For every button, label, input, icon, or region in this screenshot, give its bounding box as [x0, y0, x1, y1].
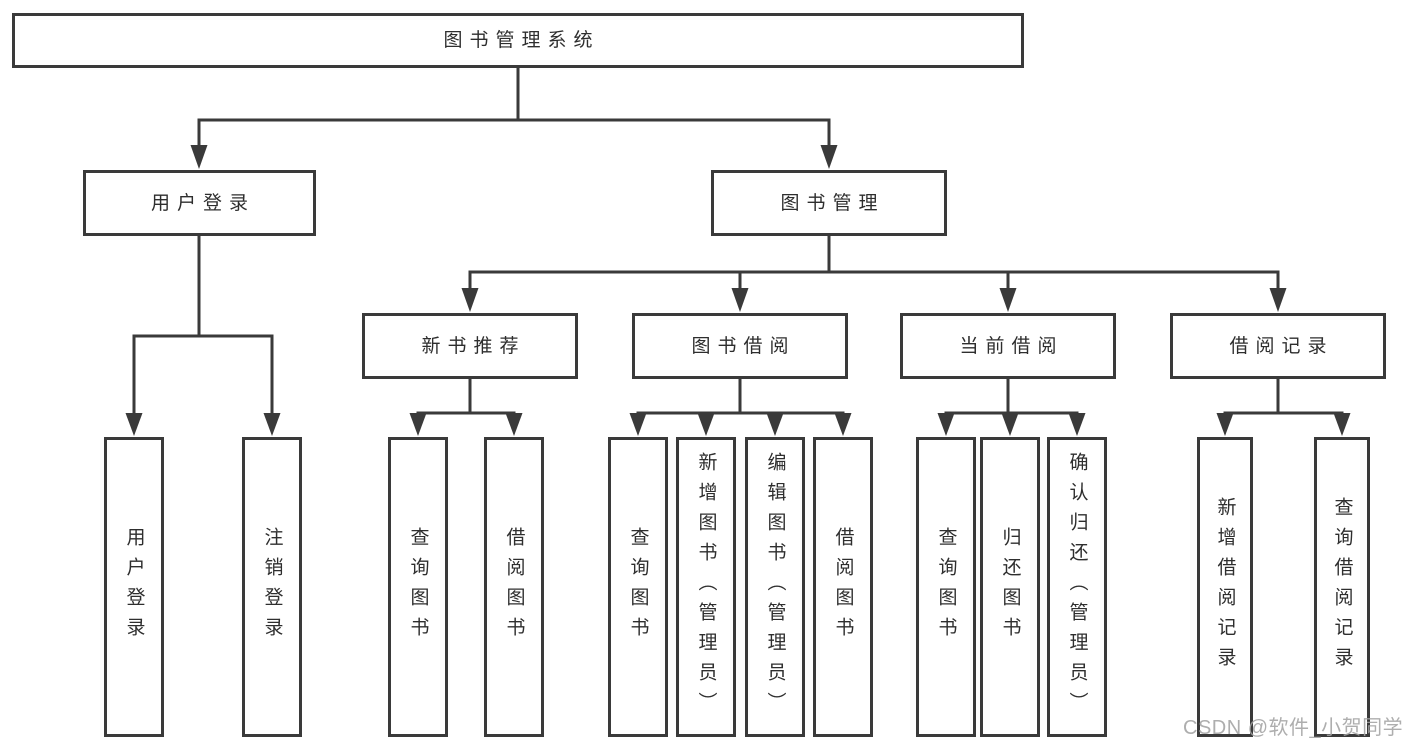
node-root-label: 图书管理系统: [443, 30, 600, 51]
connector-userlogin-to-leaves: [125, 234, 281, 436]
node-leaf-logout: 注销登录: [242, 437, 302, 737]
node-leaf-edit-book: 编辑图书（管理员）: [745, 437, 805, 737]
connector-borrow-to-leaves: [629, 377, 852, 436]
node-leaf-user-login-label: 用户登录: [123, 527, 145, 647]
node-leaf-query-book-2: 查询图书: [608, 437, 668, 737]
node-leaf-add-record: 新增借阅记录: [1197, 437, 1253, 737]
node-leaf-query-record-label: 查询借阅记录: [1331, 497, 1353, 677]
node-current-borrow-label: 当前借阅: [959, 335, 1064, 357]
node-book-borrow-label: 图书借阅: [691, 335, 796, 357]
node-book-borrow: 图书借阅: [632, 313, 848, 379]
node-borrow-record-label: 借阅记录: [1229, 335, 1334, 357]
node-leaf-query-book-3-label: 查询图书: [935, 527, 957, 647]
node-leaf-query-book-2-label: 查询图书: [627, 527, 649, 647]
node-leaf-borrow-book-2-label: 借阅图书: [832, 527, 854, 647]
node-root: 图书管理系统: [12, 13, 1024, 68]
node-leaf-user-login: 用户登录: [104, 437, 164, 737]
node-leaf-query-book-1-label: 查询图书: [407, 527, 429, 647]
connector-current-to-leaves: [937, 377, 1086, 436]
node-leaf-add-record-label: 新增借阅记录: [1214, 497, 1236, 677]
node-book-mgmt: 图书管理: [711, 170, 947, 236]
node-leaf-confirm-return-label: 确认归还（管理员）: [1066, 452, 1088, 722]
node-book-mgmt-label: 图书管理: [780, 192, 885, 214]
node-leaf-borrow-book-1-label: 借阅图书: [503, 527, 525, 647]
node-user-login: 用户登录: [83, 170, 316, 236]
node-leaf-borrow-book-1: 借阅图书: [484, 437, 544, 737]
connector-newbook-to-leaves: [409, 377, 523, 436]
csdn-watermark: CSDN @软件_小贺同学: [1183, 717, 1404, 739]
node-leaf-add-book: 新增图书（管理员）: [676, 437, 736, 737]
node-leaf-return-book-label: 归还图书: [999, 527, 1021, 647]
node-leaf-edit-book-label: 编辑图书（管理员）: [764, 452, 786, 722]
node-user-login-label: 用户登录: [150, 192, 255, 214]
node-borrow-record: 借阅记录: [1170, 313, 1386, 379]
node-leaf-confirm-return: 确认归还（管理员）: [1047, 437, 1107, 737]
connector-bookmgmt-to-level3: [461, 234, 1287, 312]
node-new-book-rec: 新书推荐: [362, 313, 578, 379]
node-current-borrow: 当前借阅: [900, 313, 1116, 379]
node-leaf-borrow-book-2: 借阅图书: [813, 437, 873, 737]
node-leaf-logout-label: 注销登录: [261, 527, 283, 647]
node-new-book-rec-label: 新书推荐: [421, 335, 526, 357]
node-leaf-return-book: 归还图书: [980, 437, 1040, 737]
node-leaf-add-book-label: 新增图书（管理员）: [695, 452, 717, 722]
node-leaf-query-book-1: 查询图书: [388, 437, 448, 737]
connector-records-to-leaves: [1216, 377, 1351, 436]
connector-root-to-level2: [190, 66, 838, 169]
node-leaf-query-record: 查询借阅记录: [1314, 437, 1370, 737]
node-leaf-query-book-3: 查询图书: [916, 437, 976, 737]
